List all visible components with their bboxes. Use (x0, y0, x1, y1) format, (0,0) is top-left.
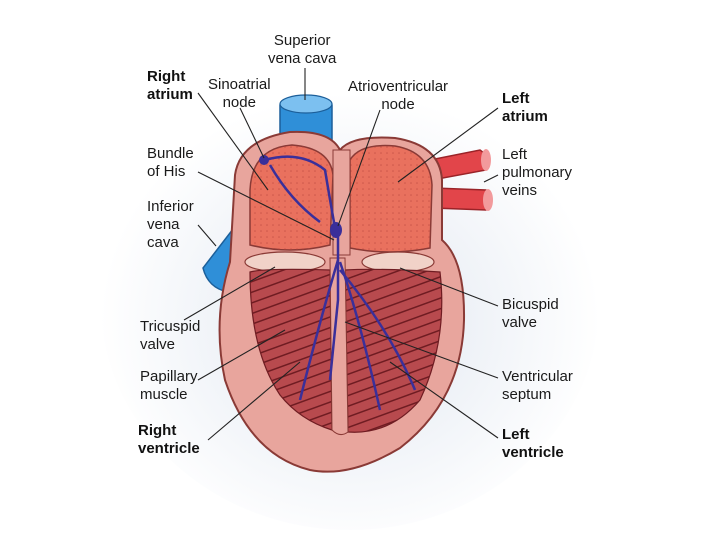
label-left-atrium: Left atrium (502, 90, 548, 125)
label-superior-vena-cava: Superior vena cava (268, 32, 337, 67)
label-bundle-of-his: Bundle of His (147, 145, 194, 180)
label-right-atrium: Right atrium (147, 68, 193, 103)
leader-inferior-vena-cava (197, 224, 217, 247)
leader-tricuspid-valve (183, 266, 276, 321)
leader-papillary-muscle (197, 329, 286, 381)
leader-lines (183, 68, 499, 441)
label-papillary-muscle: Papillary muscle (140, 368, 198, 403)
ventricular-septum-shape (329, 257, 349, 436)
label-bicuspid-valve: Bicuspid valve (502, 296, 559, 331)
leader-sinoatrial-node (239, 107, 265, 159)
label-left-ventricle: Left ventricle (502, 426, 564, 461)
leader-bicuspid-valve (399, 267, 499, 307)
label-ventricular-septum: Ventricular septum (502, 368, 573, 403)
label-sinoatrial-node: Sinoatrial node (208, 76, 271, 111)
leader-right-atrium (197, 92, 269, 191)
label-inferior-vena-cava: Inferior vena cava (147, 198, 194, 251)
label-tricuspid-valve: Tricuspid valve (140, 318, 201, 353)
leader-right-ventricle (207, 361, 301, 441)
label-left-pulmonary-veins: Left pulmonary veins (502, 146, 573, 199)
atrioventricular-node-shape (330, 222, 342, 238)
conduction-system (264, 155, 417, 411)
label-right-ventricle: Right ventricle (138, 422, 200, 457)
sinoatrial-node-shape (259, 155, 269, 165)
leader-left-pulmonary-veins (483, 174, 499, 183)
leader-left-atrium (397, 107, 499, 183)
leader-ventricular-septum (344, 321, 499, 379)
leader-left-ventricle (389, 361, 499, 439)
leader-bundle-of-his (197, 171, 335, 241)
leader-atrioventricular-node (337, 109, 381, 227)
label-atrioventricular-node: Atrioventricular node (348, 78, 449, 113)
right-ventricle-chamber (249, 268, 333, 431)
